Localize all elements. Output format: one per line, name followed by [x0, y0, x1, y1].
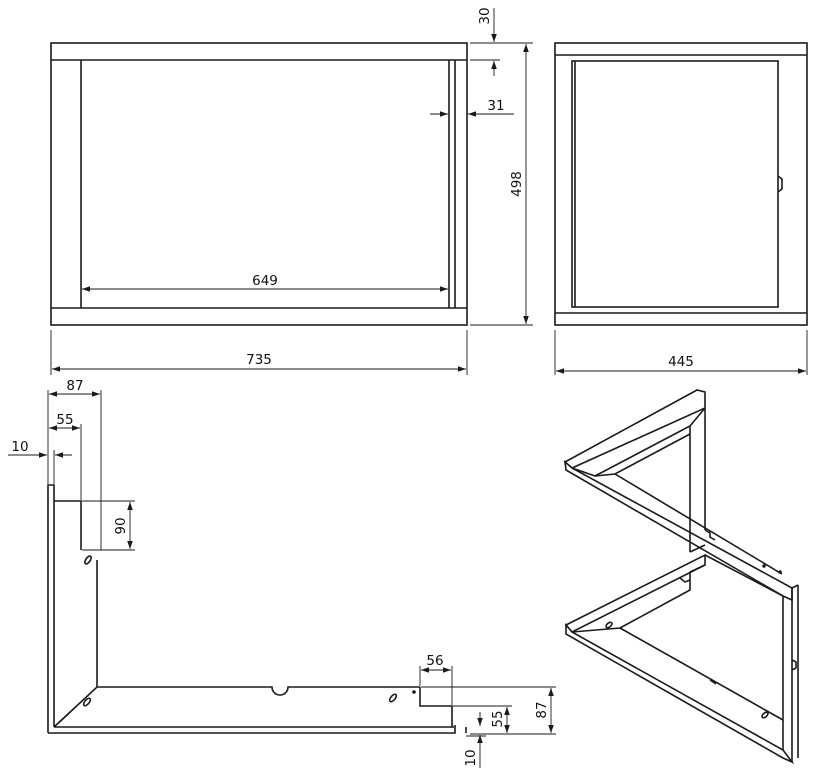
front-outer-frame: [50, 42, 468, 326]
dim-side-post-label: 31: [487, 98, 504, 114]
iso-hole-lower: [761, 711, 769, 719]
dim-plan-55-top-label: 55: [56, 412, 73, 428]
iso-dot-upper: [762, 564, 766, 568]
iso-upright-foot: [689, 544, 706, 553]
iso-bottom-inner-back: [571, 564, 706, 633]
dim-plan-90-label: 90: [113, 517, 129, 534]
plan-hole-left: [82, 697, 92, 707]
dim-plan-55-top: 55: [49, 412, 82, 500]
dim-plan-87-right: 87: [421, 686, 556, 735]
iso-upright-notch: [704, 529, 716, 541]
dim-inner-width: 649: [82, 273, 448, 292]
plan-hole-right: [388, 693, 398, 703]
iso-bottom-inner-side: [619, 627, 784, 721]
plan-floor-edge: [53, 686, 420, 728]
dim-depth: 445: [554, 330, 808, 375]
dim-inner-width-label: 649: [252, 273, 278, 289]
dim-plan-55-right: 55: [453, 705, 512, 733]
dim-plan-87-top-label: 87: [66, 378, 83, 394]
side-notch: [777, 175, 783, 193]
plan-hole-top: [84, 555, 92, 565]
dim-top-rail-label: 30: [477, 7, 493, 24]
dim-plan-10-bottom: 10: [463, 712, 486, 768]
dim-plan-10-bottom-label: 10: [463, 749, 479, 766]
dim-plan-87-right-label: 87: [534, 701, 550, 718]
dim-plan-90: 90: [82, 500, 135, 551]
plan-bevel: [59, 686, 98, 723]
iso-front-cap: [791, 584, 799, 589]
iso-front-notch: [791, 659, 797, 671]
iso-top-inner-side: [614, 473, 783, 575]
dim-overall-height: 498: [470, 42, 533, 326]
iso-middle-rail: [704, 554, 784, 597]
dim-overall-width-label: 735: [246, 352, 272, 368]
dim-plan-56-label: 56: [426, 653, 443, 669]
dim-plan-10-top-label: 10: [11, 439, 28, 455]
dim-plan-87-top: 87: [47, 378, 102, 550]
dim-overall-height-label: 498: [509, 171, 525, 197]
dim-depth-label: 445: [668, 354, 694, 370]
iso-top-side-rail: [563, 460, 793, 602]
iso-bottom-notch: [679, 577, 691, 583]
dim-plan-10-top: 10: [8, 439, 72, 484]
plan-left-profile: [47, 484, 82, 733]
dim-plan-55-right-label: 55: [490, 710, 506, 727]
plan-view: 87 55 10 90 56: [8, 378, 556, 768]
plan-bottom-profile: [48, 725, 456, 734]
iso-slot-lower: [709, 679, 717, 685]
plan-right-tab: [419, 687, 453, 727]
iso-dot-upper-2: [778, 570, 782, 574]
dim-plan-56: 56: [419, 653, 453, 705]
side-outer-frame: [554, 42, 808, 326]
iso-hole-lower-left: [605, 621, 613, 629]
isometric-view: [563, 389, 799, 764]
front-view: 649 735 498 30 31: [50, 7, 533, 375]
side-inner-panel: [571, 60, 779, 308]
iso-bottom-side-rail: [565, 622, 795, 764]
dim-side-post: 31: [430, 98, 514, 117]
side-view: 445: [554, 42, 808, 375]
iso-top-inner-back: [571, 407, 706, 477]
dim-overall-width: 735: [50, 330, 468, 375]
plan-dot: [412, 690, 416, 694]
dim-top-rail: 30: [470, 7, 500, 76]
